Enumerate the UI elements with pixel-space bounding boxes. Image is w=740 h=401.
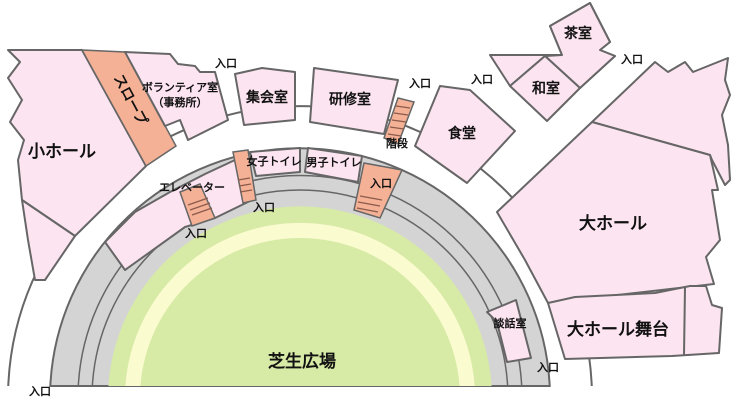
lawn-inner <box>140 237 460 386</box>
room-lounge[interactable] <box>486 299 532 363</box>
entrance-label: 入口 <box>253 201 275 214</box>
room-womens-toilet[interactable] <box>249 147 301 177</box>
room-training[interactable] <box>309 67 399 135</box>
label-tea-room: 茶室 <box>563 25 592 42</box>
track-line-outer <box>77 174 523 387</box>
label-japanese-room: 和室 <box>532 80 560 97</box>
room-japanese[interactable] <box>509 55 581 122</box>
room-tea[interactable] <box>544 2 616 89</box>
label-training-room: 研修室 <box>329 91 371 108</box>
room-volunteer[interactable] <box>124 51 229 141</box>
track-line-inner <box>91 189 509 387</box>
entrance-label: 入口 <box>370 177 392 190</box>
room-mens-toilet[interactable] <box>304 147 363 183</box>
label-lawn-plaza: 芝生広場 <box>268 351 336 372</box>
label-cafeteria: 食堂 <box>448 125 476 142</box>
room-large-hall-stage[interactable] <box>547 285 723 360</box>
label-meeting-room: 集会室 <box>245 89 288 106</box>
label-womens-toilet: 女子トイレ <box>247 154 302 168</box>
room-large-hall-back[interactable] <box>591 57 731 186</box>
label-volunteer-room: ボランティア室 <box>142 80 218 94</box>
entrance-label: 入口 <box>471 73 493 86</box>
room-cafeteria[interactable] <box>414 85 516 184</box>
entrance-label: 入口 <box>409 77 431 90</box>
label-lounge: 談話室 <box>494 316 527 330</box>
label-elevator: エレベーター <box>159 181 225 194</box>
entrance-label: 入口 <box>29 385 51 398</box>
stairs-right[interactable] <box>353 162 404 219</box>
entrance-label: 入口 <box>537 361 559 374</box>
slope[interactable] <box>80 49 177 168</box>
stair-lines-training <box>387 105 411 137</box>
stage-divider <box>683 286 686 356</box>
label-large-hall: 大ホール <box>579 213 647 234</box>
room-large-hall[interactable] <box>496 121 721 304</box>
entrance-label: 入口 <box>621 53 643 66</box>
label-volunteer-room-sub: （事務所） <box>153 95 208 109</box>
room-meeting[interactable] <box>234 67 296 126</box>
label-stairs: 階段 <box>386 136 408 150</box>
label-large-hall-stage: 大ホール舞台 <box>567 319 669 340</box>
label-mens-toilet: 男子トイレ <box>307 156 362 169</box>
entrance-label: 入口 <box>185 227 207 240</box>
entrance-label: 入口 <box>215 57 237 70</box>
stair-lines <box>187 177 383 216</box>
room-small-hall-annex[interactable] <box>21 199 76 281</box>
label-small-hall: 小ホール <box>28 142 96 162</box>
stairs-left[interactable] <box>179 183 217 227</box>
